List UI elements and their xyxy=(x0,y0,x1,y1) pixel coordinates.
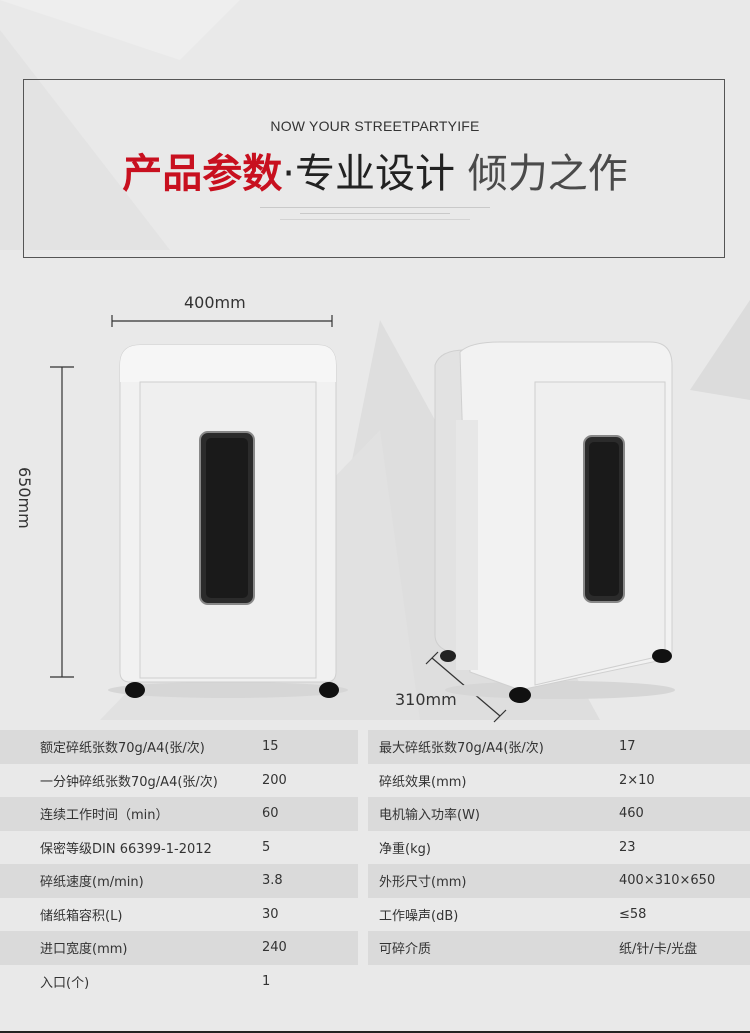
spec-row: 一分钟碎纸张数70g/A4(张/次) 200 xyxy=(0,764,358,798)
spec-row: 最大碎纸张数70g/A4(张/次) 17 xyxy=(368,730,750,764)
spec-value: 15 xyxy=(262,739,279,755)
spec-row: 连续工作时间（min） 60 xyxy=(0,797,358,831)
spec-value: 23 xyxy=(619,839,636,855)
decorative-line xyxy=(300,213,450,214)
angled-view-shredder xyxy=(434,341,675,703)
spec-label: 碎纸效果(mm) xyxy=(379,774,467,790)
spec-row: 电机输入功率(W) 460 xyxy=(368,797,750,831)
front-view-shredder xyxy=(108,344,348,698)
decorative-line xyxy=(260,207,490,208)
spec-value: 2×10 xyxy=(619,772,655,788)
header-eyebrow: NOW YOUR STREETPARTYIFE xyxy=(270,118,480,134)
product-illustrations xyxy=(50,315,675,723)
spec-value: 60 xyxy=(262,806,279,822)
spec-value: 30 xyxy=(262,906,279,922)
spec-value: 200 xyxy=(262,772,287,788)
spec-row: 额定碎纸张数70g/A4(张/次) 15 xyxy=(0,730,358,764)
spec-row: 储纸箱容积(L) 30 xyxy=(0,898,358,932)
bottom-divider xyxy=(0,1031,750,1033)
spec-label: 一分钟碎纸张数70g/A4(张/次) xyxy=(40,774,218,790)
spec-value: ≤58 xyxy=(619,906,647,922)
spec-row: 碎纸速度(m/min) 3.8 xyxy=(0,864,358,898)
spec-row: 碎纸效果(mm) 2×10 xyxy=(368,764,750,798)
title-dot: · xyxy=(282,151,295,197)
spec-value: 240 xyxy=(262,940,287,956)
spec-label: 连续工作时间（min） xyxy=(40,808,169,824)
title-main-part: 专业设计 xyxy=(295,151,455,197)
spec-value: 17 xyxy=(619,739,636,755)
spec-label: 工作噪声(dB) xyxy=(379,908,459,924)
spec-label: 碎纸速度(m/min) xyxy=(40,875,144,891)
decorative-line xyxy=(280,219,470,220)
spec-row: 外形尺寸(mm) 400×310×650 xyxy=(368,864,750,898)
height-dimension-line xyxy=(50,366,74,678)
spec-row: 工作噪声(dB) ≤58 xyxy=(368,898,750,932)
title-red-part: 产品参数 xyxy=(122,151,283,197)
spec-value: 400×310×650 xyxy=(619,873,716,889)
spec-row: 可碎介质 纸/针/卡/光盘 xyxy=(368,931,750,965)
spec-value: 460 xyxy=(619,806,644,822)
spec-label: 额定碎纸张数70g/A4(张/次) xyxy=(40,741,205,757)
spec-row: 保密等级DIN 66399-1-2012 5 xyxy=(0,831,358,865)
spec-label: 最大碎纸张数70g/A4(张/次) xyxy=(379,741,544,757)
width-dimension-line xyxy=(111,315,333,327)
spec-label: 保密等级DIN 66399-1-2012 xyxy=(40,841,212,857)
spec-label: 进口宽度(mm) xyxy=(40,942,128,958)
spec-value: 5 xyxy=(262,839,271,855)
spec-value: 1 xyxy=(262,973,271,989)
spec-label: 净重(kg) xyxy=(379,841,431,857)
depth-dimension-label: 310mm xyxy=(395,690,457,709)
width-dimension-label: 400mm xyxy=(184,293,246,312)
spec-row: 入口(个) 1 xyxy=(0,965,358,999)
spec-row: 净重(kg) 23 xyxy=(368,831,750,865)
spec-value: 3.8 xyxy=(262,873,283,889)
spec-row: 进口宽度(mm) 240 xyxy=(0,931,358,965)
spec-label: 可碎介质 xyxy=(379,942,432,958)
spec-label: 储纸箱容积(L) xyxy=(40,908,123,924)
title-tail-part: 倾力之作 xyxy=(467,151,628,197)
spec-label: 入口(个) xyxy=(40,975,90,991)
spec-label: 电机输入功率(W) xyxy=(379,808,480,824)
spec-column-right: 最大碎纸张数70g/A4(张/次) 17 碎纸效果(mm) 2×10 电机输入功率(… xyxy=(368,730,750,965)
spec-value: 纸/针/卡/光盘 xyxy=(619,942,698,958)
spec-label: 外形尺寸(mm) xyxy=(379,875,467,891)
page-title: 产品参数·专业设计 倾力之作 xyxy=(0,146,750,202)
spec-column-left: 额定碎纸张数70g/A4(张/次)15 一分钟碎纸张数70g/A4(张/次)20… xyxy=(0,730,358,998)
header-frame xyxy=(23,79,725,258)
